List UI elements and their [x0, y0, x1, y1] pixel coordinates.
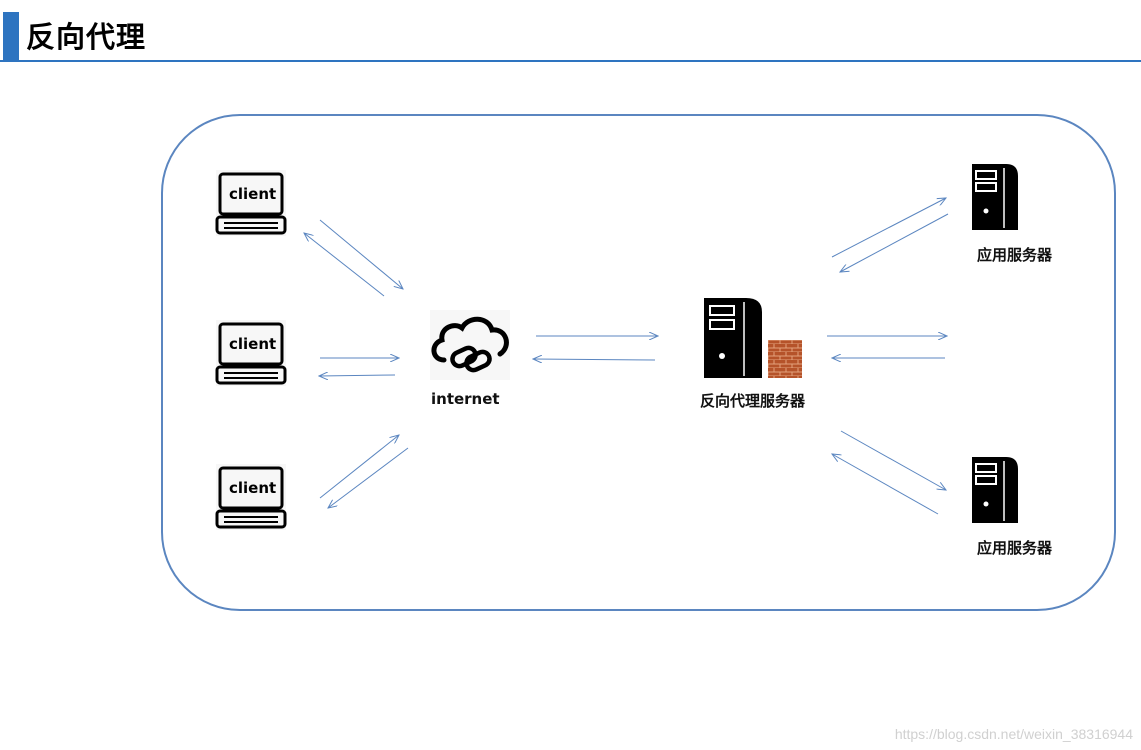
- client-laptop-3: [215, 464, 287, 530]
- client-label-3: client: [229, 479, 277, 497]
- arrow: [840, 213, 949, 272]
- arrow: [832, 454, 939, 515]
- arrow: [328, 447, 409, 508]
- watermark-url: https://blog.csdn.net/weixin_38316944: [894, 726, 1133, 742]
- arrow: [319, 435, 399, 499]
- client-label-2: client: [229, 335, 277, 353]
- network-boundary: [161, 114, 1116, 611]
- cloud-link-icon: [430, 310, 510, 380]
- app-server-label-1: 应用服务器: [977, 246, 1053, 264]
- app-server-label-2: 应用服务器: [977, 539, 1053, 557]
- app-server-icon-1: [972, 164, 1018, 230]
- laptop-icon: [216, 320, 286, 386]
- arrow: [319, 375, 396, 376]
- arrow: [533, 359, 656, 360]
- arrows-client-internet: [304, 219, 409, 508]
- slide-header: 反向代理: [0, 0, 1141, 62]
- arrow: [840, 430, 946, 490]
- proxy-server-label: 反向代理服务器: [700, 392, 806, 410]
- title-accent-bar: [3, 12, 19, 60]
- title-underline: [0, 60, 1141, 62]
- page-title: 反向代理: [26, 20, 147, 54]
- arrows-internet-proxy: [533, 336, 658, 360]
- client-laptop-2: [215, 320, 287, 386]
- proxy-server-icon: [704, 298, 762, 378]
- app-server-icon-2: [972, 457, 1018, 523]
- arrows-proxy-servers: [827, 198, 949, 515]
- firewall-icon: [768, 340, 802, 378]
- arrow: [304, 233, 385, 297]
- client-label-1: client: [229, 185, 277, 203]
- client-laptop-1: [215, 170, 287, 236]
- arrow: [319, 219, 403, 289]
- arrow: [831, 198, 946, 258]
- laptop-icon: [216, 464, 286, 530]
- internet-label: internet: [431, 390, 500, 408]
- laptop-icon: [216, 170, 286, 236]
